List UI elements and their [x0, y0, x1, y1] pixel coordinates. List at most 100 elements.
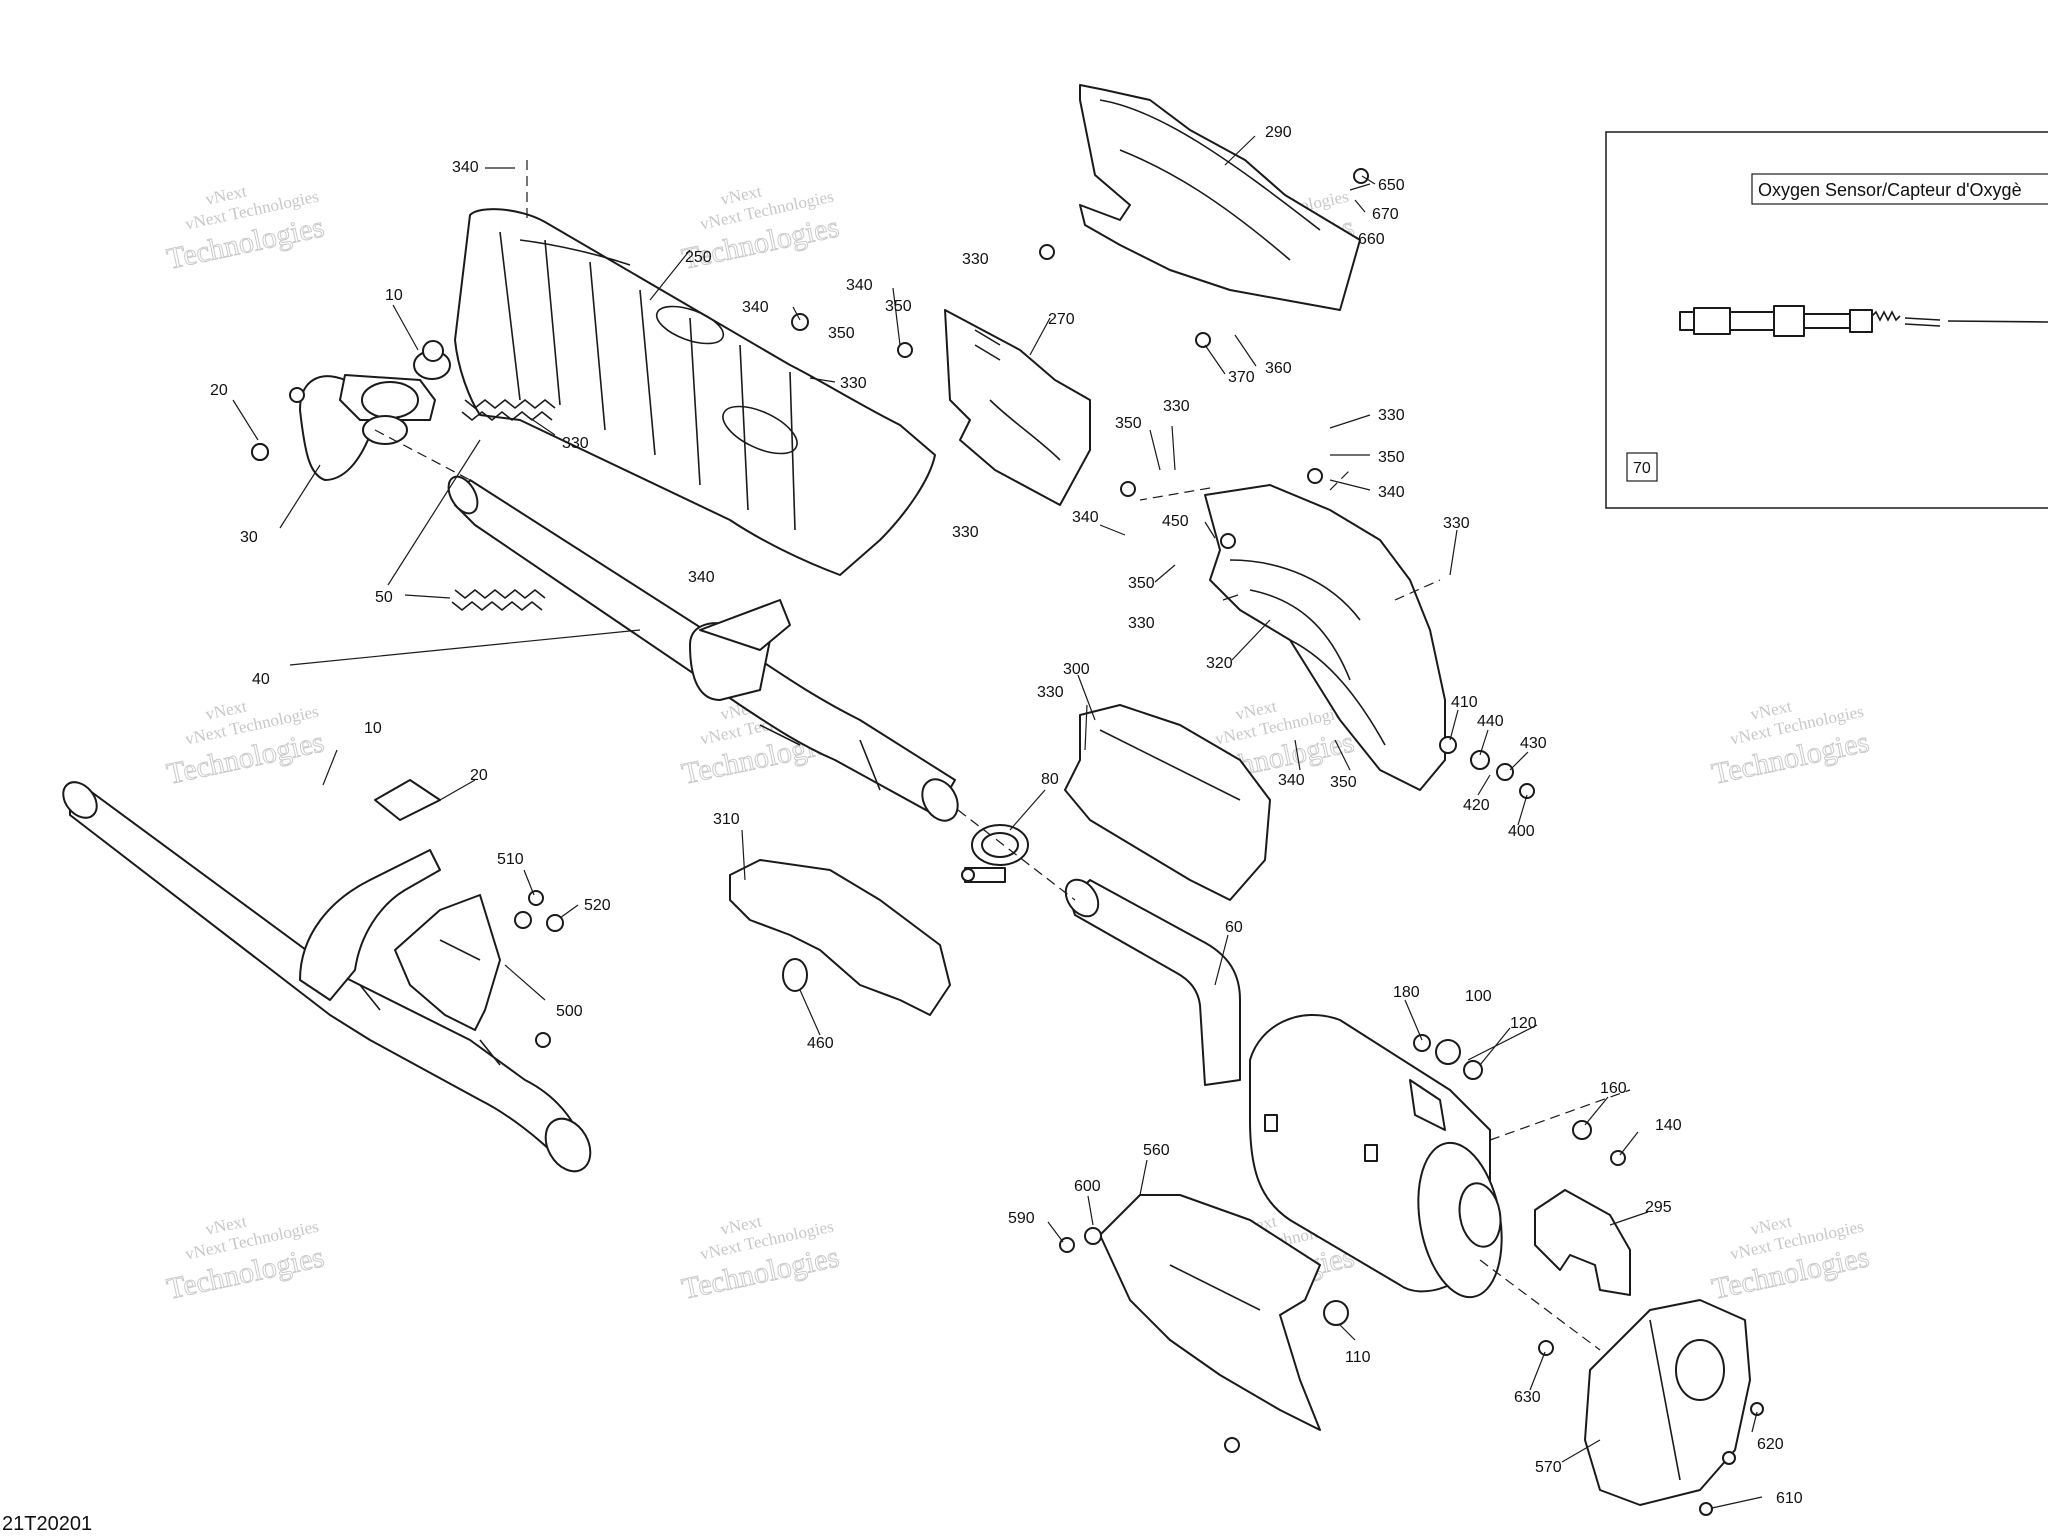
callout-340: 340	[452, 159, 479, 176]
leader-lines	[232, 135, 1763, 1509]
exhaust-elbow-30	[251, 350, 451, 481]
callout-450: 450	[1162, 513, 1189, 530]
watermark: vNext vNext Technologies Technologies	[163, 696, 327, 791]
callout-330: 330	[1163, 398, 1190, 415]
callout-350: 350	[1378, 449, 1405, 466]
heat-shield-295	[1534, 1189, 1631, 1296]
callout-60: 60	[1225, 919, 1243, 936]
watermark: vNext vNext Technologies Technologies	[1708, 1211, 1872, 1306]
callout-340: 340	[1378, 484, 1405, 501]
callout-630: 630	[1514, 1389, 1541, 1406]
heat-shield-320	[1204, 484, 1446, 791]
assembly-lines	[374, 160, 1631, 1351]
callout-440: 440	[1477, 713, 1504, 730]
callout-330: 330	[1128, 615, 1155, 632]
heat-shield-300	[1064, 704, 1271, 901]
callout-340: 340	[742, 299, 769, 316]
heat-shield-250	[454, 208, 936, 576]
callout-330: 330	[1378, 407, 1405, 424]
heat-shield-270	[944, 309, 1091, 506]
callout-650: 650	[1378, 177, 1405, 194]
callout-20: 20	[210, 382, 228, 399]
inset-title: Oxygen Sensor/Capteur d'Oxygè	[1758, 180, 2022, 200]
inset-title-box	[1751, 173, 2048, 205]
callout-350: 350	[1115, 415, 1142, 432]
callout-590: 590	[1008, 1210, 1035, 1227]
callout-320: 320	[1206, 655, 1233, 672]
callout-330: 330	[962, 251, 989, 268]
callout-110: 110	[1345, 1349, 1371, 1366]
callout-660: 660	[1358, 231, 1385, 248]
callout-labels: 340 250 10 20 30 330 50 340 350 340 330 …	[210, 124, 1803, 1507]
callout-10: 10	[364, 720, 382, 737]
inset-part-number-box	[1626, 452, 1658, 482]
callout-620: 620	[1757, 1436, 1784, 1453]
fasteners	[251, 168, 1764, 1516]
heat-shield-560	[1099, 1194, 1321, 1431]
callout-400: 400	[1508, 823, 1535, 840]
parts	[62, 84, 1764, 1516]
header-pipe-40-lower	[62, 779, 592, 1173]
callout-330: 330	[1443, 515, 1470, 532]
callout-360: 360	[1265, 360, 1292, 377]
callout-350: 350	[885, 298, 912, 315]
end-cap-570	[1584, 1299, 1751, 1506]
watermark: vNext vNext Technologies Technologies	[678, 1211, 842, 1306]
callout-310: 310	[713, 811, 740, 828]
callout-560: 560	[1143, 1142, 1170, 1159]
callout-40: 40	[252, 671, 270, 688]
heat-shield-310	[729, 859, 951, 1016]
callout-610: 610	[1776, 1490, 1803, 1507]
callout-50: 50	[375, 589, 393, 606]
callout-410: 410	[1451, 694, 1478, 711]
callout-100: 100	[1465, 988, 1492, 1005]
watermark: vNext vNext Technologies Technologies	[163, 1211, 327, 1306]
callout-340: 340	[1072, 509, 1099, 526]
callout-420: 420	[1463, 797, 1490, 814]
callout-290: 290	[1265, 124, 1292, 141]
callout-670: 670	[1372, 206, 1399, 223]
callout-80: 80	[1041, 771, 1059, 788]
callout-120: 120	[1510, 1015, 1537, 1032]
callout-350: 350	[1330, 774, 1357, 791]
watermark: vNext vNext Technologies Technologies	[163, 181, 327, 276]
callout-600: 600	[1074, 1178, 1101, 1195]
callout-295: 295	[1645, 1199, 1672, 1216]
callout-340: 340	[1278, 772, 1305, 789]
callout-430: 430	[1520, 735, 1547, 752]
callout-330: 330	[952, 524, 979, 541]
callout-300: 300	[1063, 661, 1090, 678]
callout-350: 350	[828, 325, 855, 342]
callout-20: 20	[470, 767, 488, 784]
callout-270: 270	[1048, 311, 1075, 328]
callout-500: 500	[556, 1003, 583, 1020]
callout-250: 250	[685, 249, 712, 266]
springs-50	[451, 398, 556, 612]
drawing-id: 21T20201	[2, 1513, 92, 1535]
callout-340: 340	[846, 277, 873, 294]
callout-140: 140	[1655, 1117, 1682, 1134]
header-pipe-40-upper	[447, 475, 959, 822]
callout-460: 460	[807, 1035, 834, 1052]
watermark: vNext vNext Technologies Technologies	[1708, 696, 1872, 791]
callout-370: 370	[1228, 369, 1255, 386]
callout-510: 510	[497, 851, 524, 868]
heat-shield-500	[394, 894, 501, 1031]
callout-340: 340	[688, 569, 715, 586]
callout-570: 570	[1535, 1459, 1562, 1476]
heat-shield-290	[1079, 84, 1361, 311]
muffler-body	[1249, 1014, 1503, 1299]
inset-part-number: 70	[1633, 460, 1651, 477]
callout-330: 330	[840, 375, 867, 392]
callout-520: 520	[584, 897, 611, 914]
callout-30: 30	[240, 529, 258, 546]
callout-330: 330	[1037, 684, 1064, 701]
muffler-inlet-pipe-60	[1064, 878, 1241, 1086]
callout-180: 180	[1393, 984, 1420, 1001]
callout-160: 160	[1600, 1080, 1627, 1097]
callout-350: 350	[1128, 575, 1155, 592]
oxygen-sensor-inset: Oxygen Sensor/Capteur d'Oxygè 70	[1605, 131, 2048, 509]
callout-330: 330	[562, 435, 589, 452]
oxygen-sensor-illustration	[1679, 305, 2048, 337]
